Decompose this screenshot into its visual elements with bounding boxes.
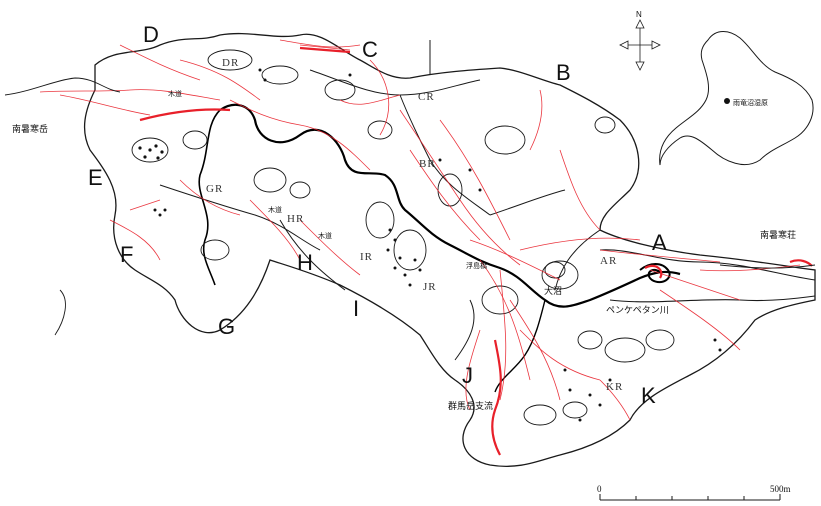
label-mokudo-1: 木道: [168, 89, 182, 98]
region-code-jr: JR: [423, 281, 437, 293]
region-code-ar: AR: [600, 255, 617, 267]
zone-letter-f: F: [120, 242, 133, 267]
region-code-kr: KR: [606, 381, 623, 393]
compass-north-label: N: [636, 10, 642, 19]
zone-letter-b: B: [556, 60, 571, 85]
label-nansho-so: 南暑寒荘: [760, 229, 796, 241]
zone-letter-i: I: [353, 296, 359, 321]
label-mokudo-3: 木道: [318, 231, 332, 240]
label-penke-petan-river: ペンケペタン川: [606, 305, 669, 316]
scale-bar: [599, 494, 781, 501]
river-bank-2: [609, 295, 816, 303]
zone-letter-e: E: [88, 165, 103, 190]
region-code-ir: IR: [360, 251, 373, 263]
label-ukishima-bashi: 浮島橋: [466, 261, 487, 270]
zone-letter-a: A: [652, 230, 667, 255]
road-south-west: [54, 289, 66, 336]
hokkaido-inset: [659, 31, 814, 166]
scale-end-label: 500m: [770, 484, 791, 494]
zone-letter-g: G: [218, 314, 235, 339]
river-main: [219, 103, 681, 308]
river-bank: [599, 249, 816, 281]
road-west: [4, 77, 121, 96]
zone-letter-c: C: [362, 37, 378, 62]
zone-letter-h: H: [297, 250, 313, 275]
scale-zero-label: 0: [597, 484, 602, 494]
trail-lines: [39, 39, 801, 421]
region-code-cr: CR: [418, 91, 435, 103]
road-east: [719, 264, 816, 269]
region-code-gr: GR: [206, 183, 223, 195]
label-onuma: 大沼: [544, 285, 562, 297]
river-west: [198, 109, 221, 286]
pond-dots: [138, 68, 722, 422]
label-nansho-dake: 南暑寒岳: [12, 123, 48, 135]
zone-letter-d: D: [143, 22, 159, 47]
compass-rose: [619, 19, 661, 71]
region-divisions: [159, 40, 601, 361]
ponds: [131, 49, 675, 426]
inset-label: 雨竜沼湿原: [733, 98, 768, 107]
river-meander: [639, 263, 671, 284]
region-code-br: BR: [419, 158, 436, 170]
wetland-boundary: [83, 32, 816, 467]
region-code-hr: HR: [287, 213, 304, 225]
label-gumma-dake-shiryu: 群馬岳支流: [448, 400, 493, 412]
trail-lines-bold: [139, 46, 813, 456]
inset-location-dot: [724, 98, 730, 104]
zone-letter-k: K: [641, 383, 656, 408]
label-mokudo-2: 木道: [268, 205, 282, 214]
zone-letter-j: J: [462, 363, 473, 388]
region-code-dr: DR: [222, 57, 239, 69]
